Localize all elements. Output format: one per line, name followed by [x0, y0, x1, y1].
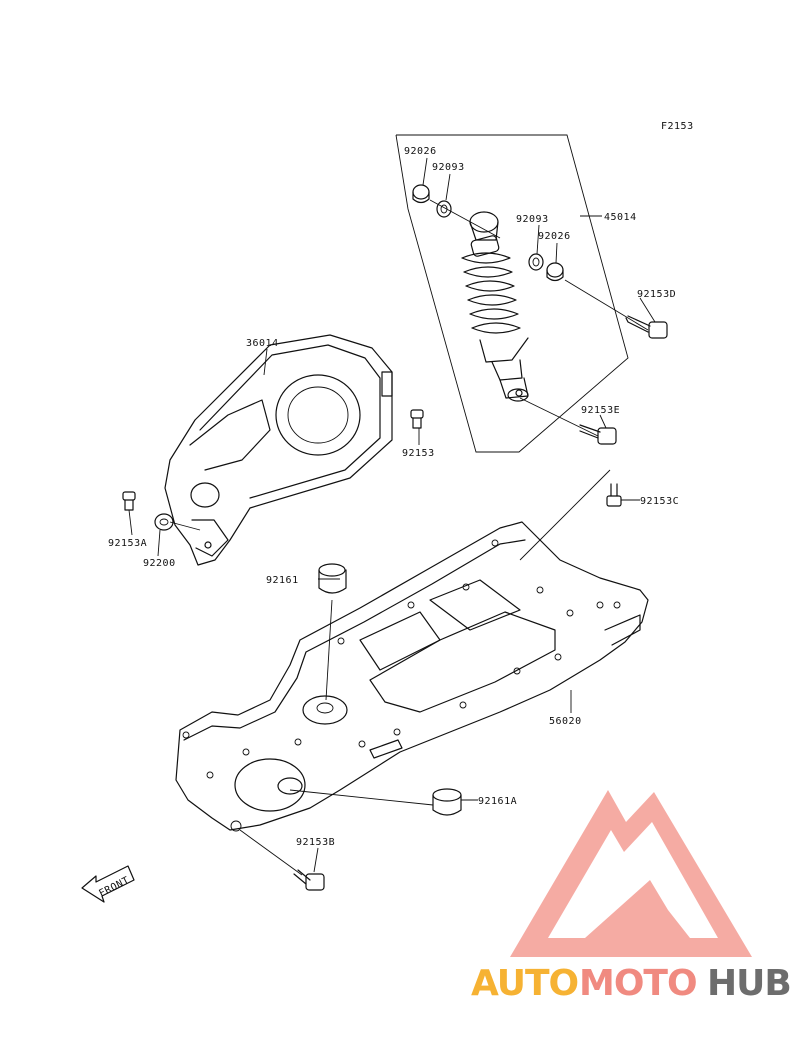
frame-56020 — [175, 521, 649, 832]
bolt-92153A — [122, 491, 136, 511]
label-92161: 92161 — [266, 575, 299, 586]
label-92026-mid: 92026 — [538, 231, 571, 242]
leader-lines — [128, 157, 656, 876]
bolt-92153 — [410, 409, 424, 429]
label-92153: 92153 — [402, 448, 435, 459]
stopper-92161A — [432, 788, 462, 816]
label-92093-mid: 92093 — [516, 214, 549, 225]
label-92093-top: 92093 — [432, 162, 465, 173]
label-92153C: 92153C — [640, 496, 679, 507]
front-arrow-icon: FRONT — [81, 865, 135, 903]
label-92153D: 92153D — [637, 289, 676, 300]
label-36014: 36014 — [246, 338, 279, 349]
bushing-92026-top — [412, 184, 430, 204]
label-92153E: 92153E — [581, 405, 620, 416]
shock-absorber — [461, 211, 529, 402]
label-92153A: 92153A — [108, 538, 147, 549]
label-45014: 45014 — [604, 212, 637, 223]
watermark-moto: MOTO — [579, 963, 697, 1004]
washer-92093-top — [436, 200, 452, 218]
label-92153B: 92153B — [296, 837, 335, 848]
watermark-auto: AUTO — [471, 963, 578, 1004]
label-56020: 56020 — [549, 716, 582, 727]
automotohub-logo — [510, 790, 752, 957]
bolt-92153C — [606, 483, 622, 507]
stopper-92161 — [318, 563, 347, 594]
label-92200: 92200 — [143, 558, 176, 569]
bolt-92153D — [625, 315, 668, 339]
shock-group-outline — [395, 134, 629, 453]
label-92161A: 92161A — [478, 796, 517, 807]
washer-92093-mid — [528, 253, 544, 271]
bushing-92026-mid — [546, 262, 564, 282]
bolt-92153E — [579, 424, 617, 445]
cover-36014 — [164, 334, 393, 566]
washer-92200 — [154, 513, 174, 531]
bolt-92153B — [293, 869, 325, 891]
watermark-hub: HUB — [707, 963, 791, 1004]
figure-code: F2153 — [661, 121, 694, 132]
label-92026-top: 92026 — [404, 146, 437, 157]
